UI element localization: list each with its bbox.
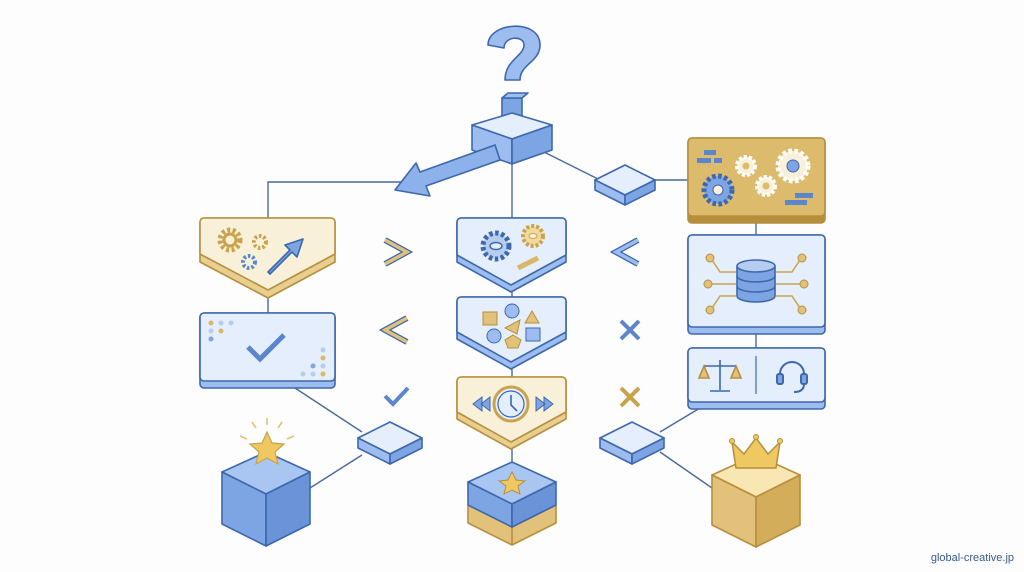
checkmark-icon: [383, 386, 410, 407]
gears-card: [456, 217, 567, 293]
connector-plate: [357, 421, 423, 465]
headset-icon: [776, 361, 808, 393]
dots: [208, 320, 326, 377]
growth-card: [199, 217, 336, 299]
gear-icon: [217, 227, 268, 270]
top-block: [471, 112, 553, 165]
fast-forward-icon: [535, 395, 554, 413]
shapes-icon: [482, 303, 541, 349]
arrow-up-right-icon: [267, 238, 304, 275]
rewind-icon: [472, 395, 491, 413]
shapes-card: [456, 296, 567, 370]
gold-cube: [711, 454, 801, 548]
cross-icon: [619, 319, 641, 341]
star-icon: [497, 470, 527, 495]
star-cube: [467, 461, 557, 546]
arrow-icon: [394, 144, 501, 197]
check-panel: [199, 312, 336, 389]
crown-icon: [729, 434, 783, 469]
question-mark-icon: [487, 25, 541, 119]
checkmark-icon: [246, 333, 286, 363]
gear-icon: [480, 224, 545, 271]
clock-icon: [492, 385, 530, 423]
star-icon: [239, 418, 295, 466]
connector-plate: [599, 421, 665, 465]
database-icon: [736, 259, 776, 303]
support-panel: [687, 347, 826, 410]
database-panel: [687, 234, 826, 335]
automation-panel: [687, 137, 826, 224]
blue-cube: [221, 451, 311, 547]
cross-icon: [619, 386, 641, 408]
scales-icon: [697, 360, 743, 392]
watermark: global-creative.jp: [930, 552, 1014, 564]
clock-card: [456, 376, 567, 450]
gear-icon: [701, 148, 811, 207]
connector-plate: [594, 164, 656, 206]
